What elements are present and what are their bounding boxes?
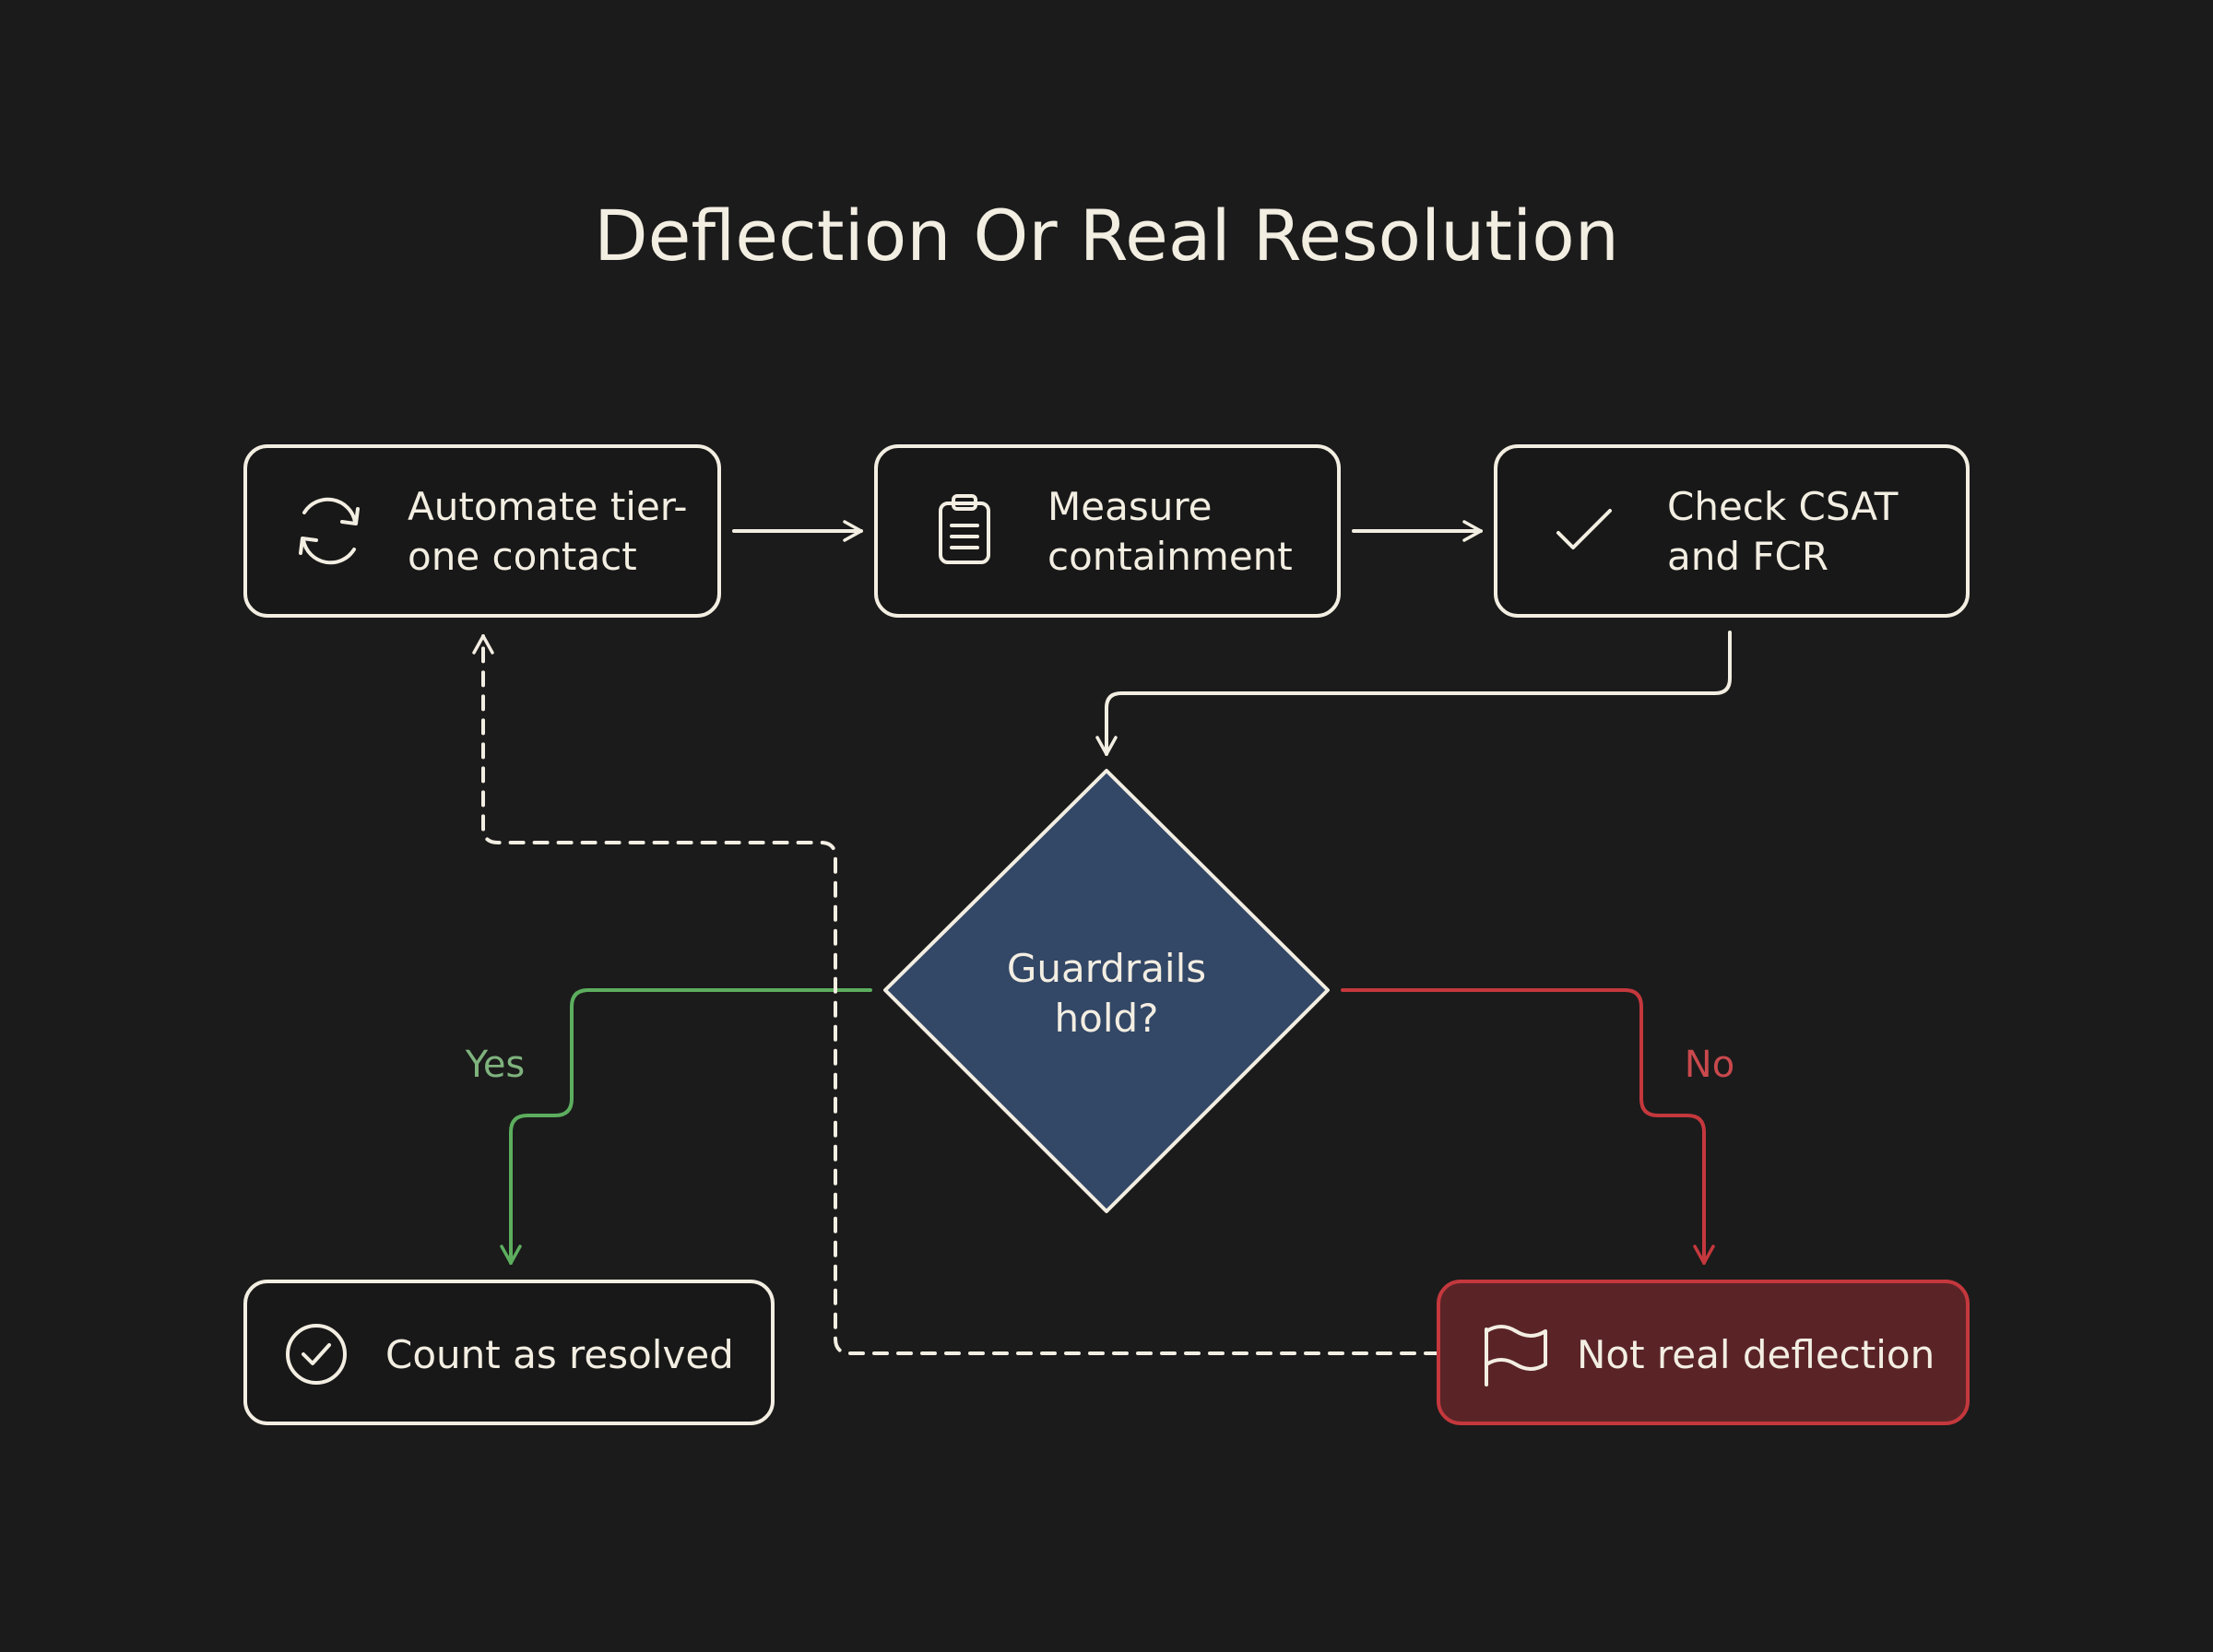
edge-loop-back	[472, 634, 1440, 1355]
node-count-as-resolved: Count as resolved	[243, 1280, 775, 1425]
edge-label-no: No	[1685, 1044, 1734, 1086]
edge-decision-yes	[500, 988, 872, 1265]
node-label-line1: Automate tier-	[408, 484, 688, 529]
decision-label-line1: Guardrails	[1007, 946, 1206, 991]
checkmark-icon	[1556, 509, 1612, 549]
node-label: Count as resolved	[385, 1332, 734, 1377]
clipboard-icon	[939, 494, 990, 564]
node-label-line2: one contact	[408, 534, 637, 579]
decision-guardrails-hold: Guardrails hold?	[883, 769, 1330, 1213]
node-label: Not real deflection	[1577, 1332, 1935, 1377]
diagram-title: Deflection Or Real Resolution	[594, 195, 1619, 277]
flag-icon	[1485, 1325, 1547, 1386]
node-measure-containment: Measure containment	[874, 444, 1341, 618]
node-label-line1: Measure	[1047, 484, 1213, 529]
node-label-line1: Check CSAT	[1667, 484, 1899, 529]
edge-check-to-decision	[1095, 631, 1732, 756]
edge-label-yes: Yes	[465, 1044, 526, 1086]
edge-decision-no	[1341, 988, 1715, 1265]
node-label-line2: and FCR	[1667, 534, 1828, 579]
decision-label-line2: hold?	[1055, 996, 1159, 1041]
node-label-line2: containment	[1047, 534, 1293, 579]
node-check-csat-and-fcr: Check CSAT and FCR	[1494, 444, 1970, 618]
node-automate-tier-one-contact: Automate tier- one contact	[243, 444, 721, 618]
check-circle-icon	[286, 1324, 347, 1385]
refresh-icon	[299, 497, 360, 565]
node-not-real-deflection: Not real deflection	[1437, 1280, 1970, 1425]
